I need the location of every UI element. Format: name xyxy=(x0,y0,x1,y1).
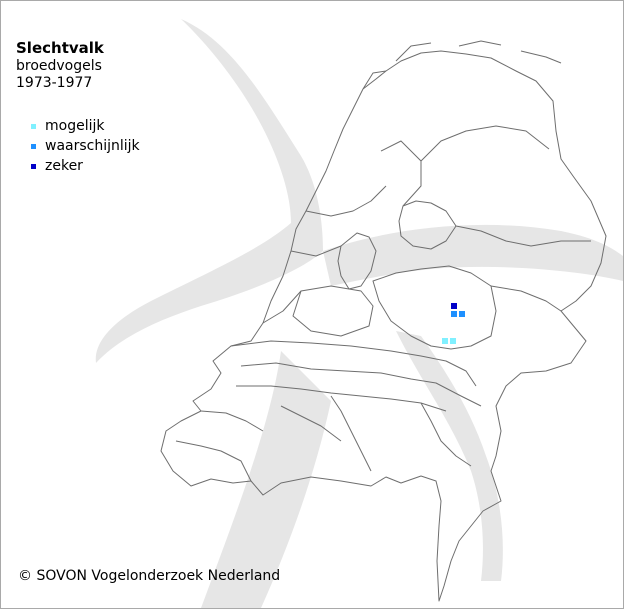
map-subtitle: broedvogels xyxy=(16,58,102,74)
record-markers xyxy=(442,303,465,344)
record-marker-waarschijnlijk xyxy=(459,311,465,317)
record-marker-zeker xyxy=(451,303,457,309)
netherlands-borders xyxy=(160,40,607,602)
legend-item-waarschijnlijk: waarschijnlijk xyxy=(31,137,140,155)
map-title: Slechtvalk xyxy=(16,39,104,57)
legend-label: mogelijk xyxy=(45,118,105,134)
legend-item-mogelijk: mogelijk xyxy=(31,117,104,135)
map-period: 1973-1977 xyxy=(16,75,93,91)
legend-item-zeker: zeker xyxy=(31,157,83,175)
record-marker-waarschijnlijk xyxy=(451,311,457,317)
legend-label: waarschijnlijk xyxy=(45,138,140,154)
falcon-watermark xyxy=(95,19,623,608)
legend-label: zeker xyxy=(45,158,83,174)
legend-swatch xyxy=(31,123,36,129)
record-marker-mogelijk xyxy=(450,338,456,344)
legend-swatch xyxy=(31,163,36,169)
record-marker-mogelijk xyxy=(442,338,448,344)
copyright-notice: © SOVON Vogelonderzoek Nederland xyxy=(18,568,281,584)
legend-swatch xyxy=(31,143,36,149)
